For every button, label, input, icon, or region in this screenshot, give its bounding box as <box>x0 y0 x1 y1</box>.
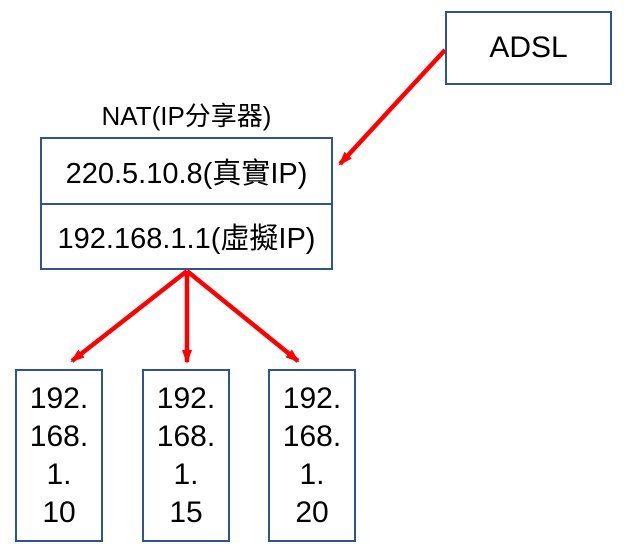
arrow-nat-to-client-3 <box>185 269 300 363</box>
arrow-adsl-to-nat <box>338 48 447 166</box>
nat-title: NAT(IP分享器) <box>101 101 272 131</box>
client-box-2: 192. 168. 1. 15 <box>142 369 230 542</box>
client-3-ip-line: 20 <box>295 495 329 529</box>
client-2-ip-line: 15 <box>169 495 203 529</box>
client-1-ip-line: 10 <box>42 495 76 529</box>
client-box-3: 192. 168. 1. 20 <box>268 369 356 542</box>
arrow-nat-to-client-1 <box>70 269 189 363</box>
nat-box: 220.5.10.8(真實IP) 192.168.1.1(虛擬IP) <box>40 137 333 270</box>
client-1-ip-line: 168. <box>29 419 89 453</box>
client-3-ip-line: 168. <box>282 419 342 453</box>
client-3-ip-line: 192. <box>282 381 342 415</box>
adsl-label: ADSL <box>489 31 568 64</box>
nat-virtual-ip: 192.168.1.1(虛擬IP) <box>57 223 316 256</box>
client-2-ip-line: 168. <box>156 419 216 453</box>
client-1-ip-line: 1. <box>46 457 72 491</box>
client-box-1: 192. 168. 1. 10 <box>15 369 103 542</box>
client-3-ip-line: 1. <box>299 457 325 491</box>
client-2-ip-line: 192. <box>156 381 216 415</box>
client-2-ip-line: 1. <box>173 457 199 491</box>
client-1-ip-line: 192. <box>29 381 89 415</box>
adsl-box: ADSL <box>445 11 612 85</box>
nat-real-ip: 220.5.10.8(真實IP) <box>42 139 331 205</box>
